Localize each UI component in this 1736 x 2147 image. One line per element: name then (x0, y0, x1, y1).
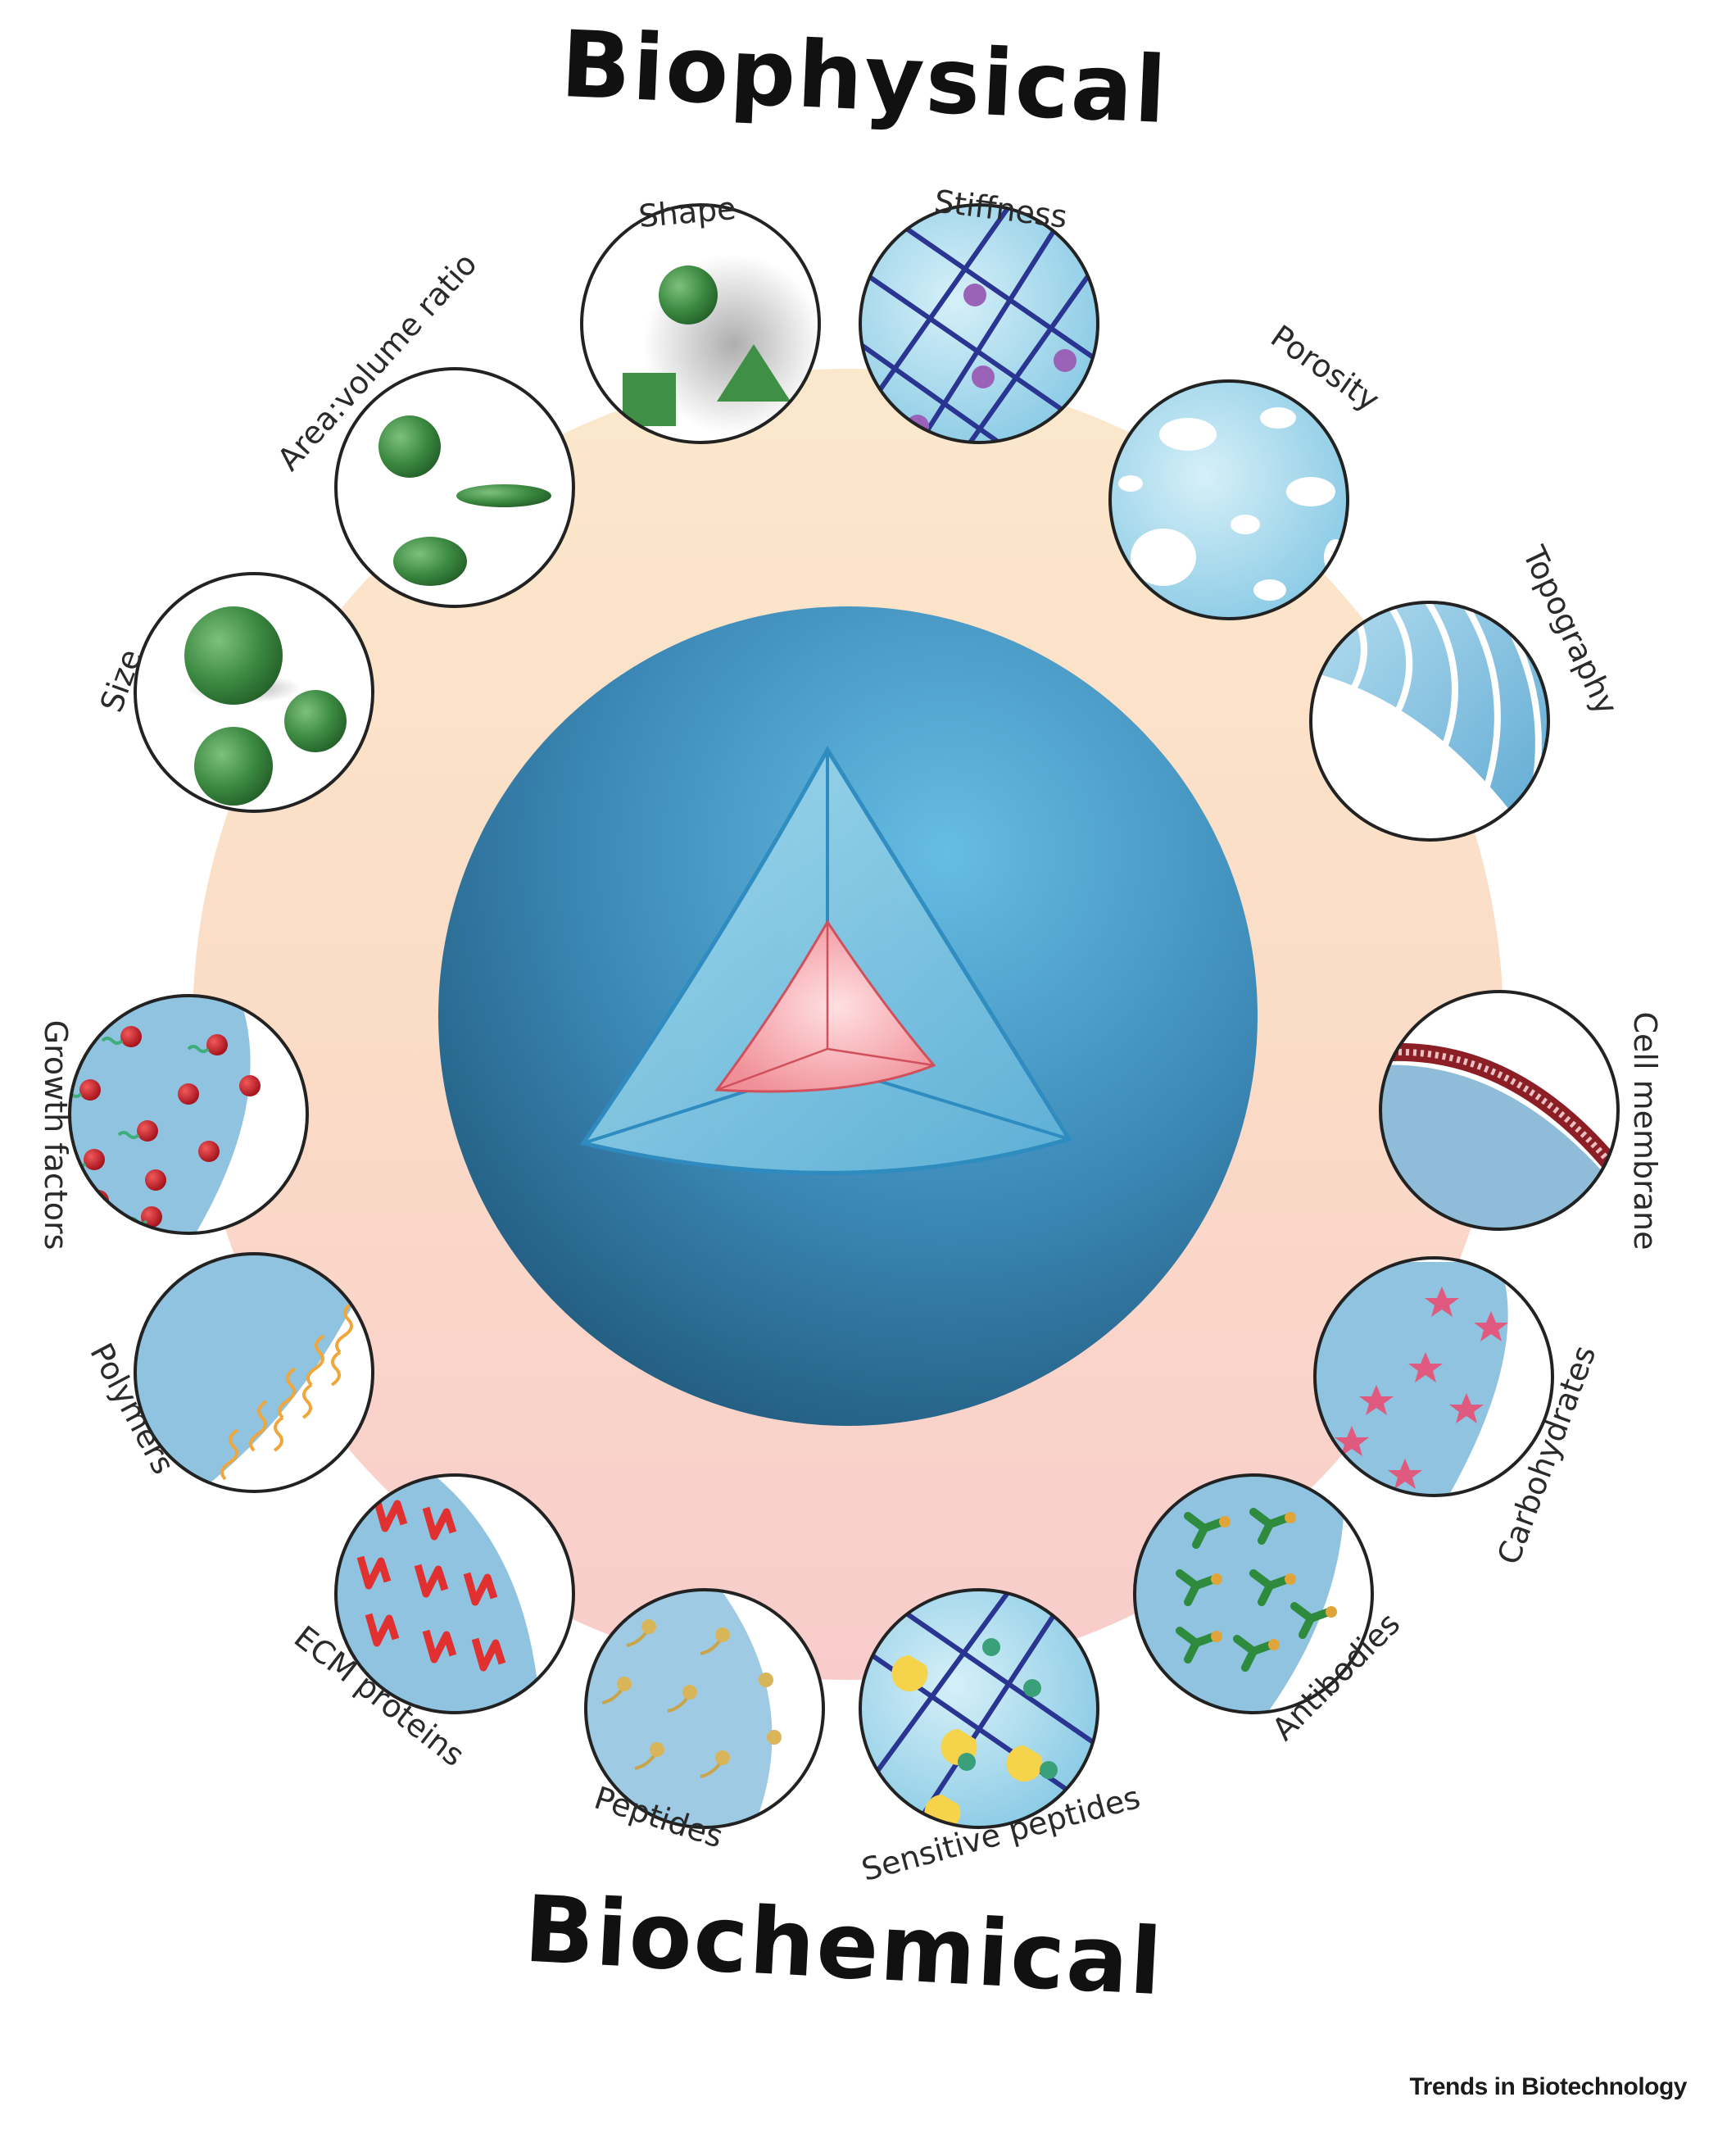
growth-factors-circle (68, 994, 309, 1235)
central-sphere (438, 606, 1258, 1426)
label-cell-membrane: Cell membrane (1627, 1011, 1663, 1250)
carbohydrates-circle (1313, 1256, 1554, 1497)
antibodies-circle (1133, 1473, 1374, 1714)
porosity-circle (1108, 379, 1349, 620)
size-circle (134, 572, 374, 813)
label-shape: Shape (637, 190, 737, 234)
polymers-circle (134, 1252, 374, 1493)
peptides-circle (584, 1588, 825, 1829)
cell-membrane-circle (1379, 990, 1620, 1231)
shape-circle (580, 203, 821, 444)
core-wedge (714, 919, 936, 1093)
sensitive-peptides-circle (859, 1588, 1099, 1829)
area-volume-circle (334, 367, 575, 608)
topography-circle (1309, 601, 1550, 842)
label-growth-factors: Growth factors (38, 1020, 74, 1251)
source-credit: Trends in Biotechnology (1409, 2073, 1687, 2100)
ecm-proteins-circle (334, 1473, 575, 1714)
